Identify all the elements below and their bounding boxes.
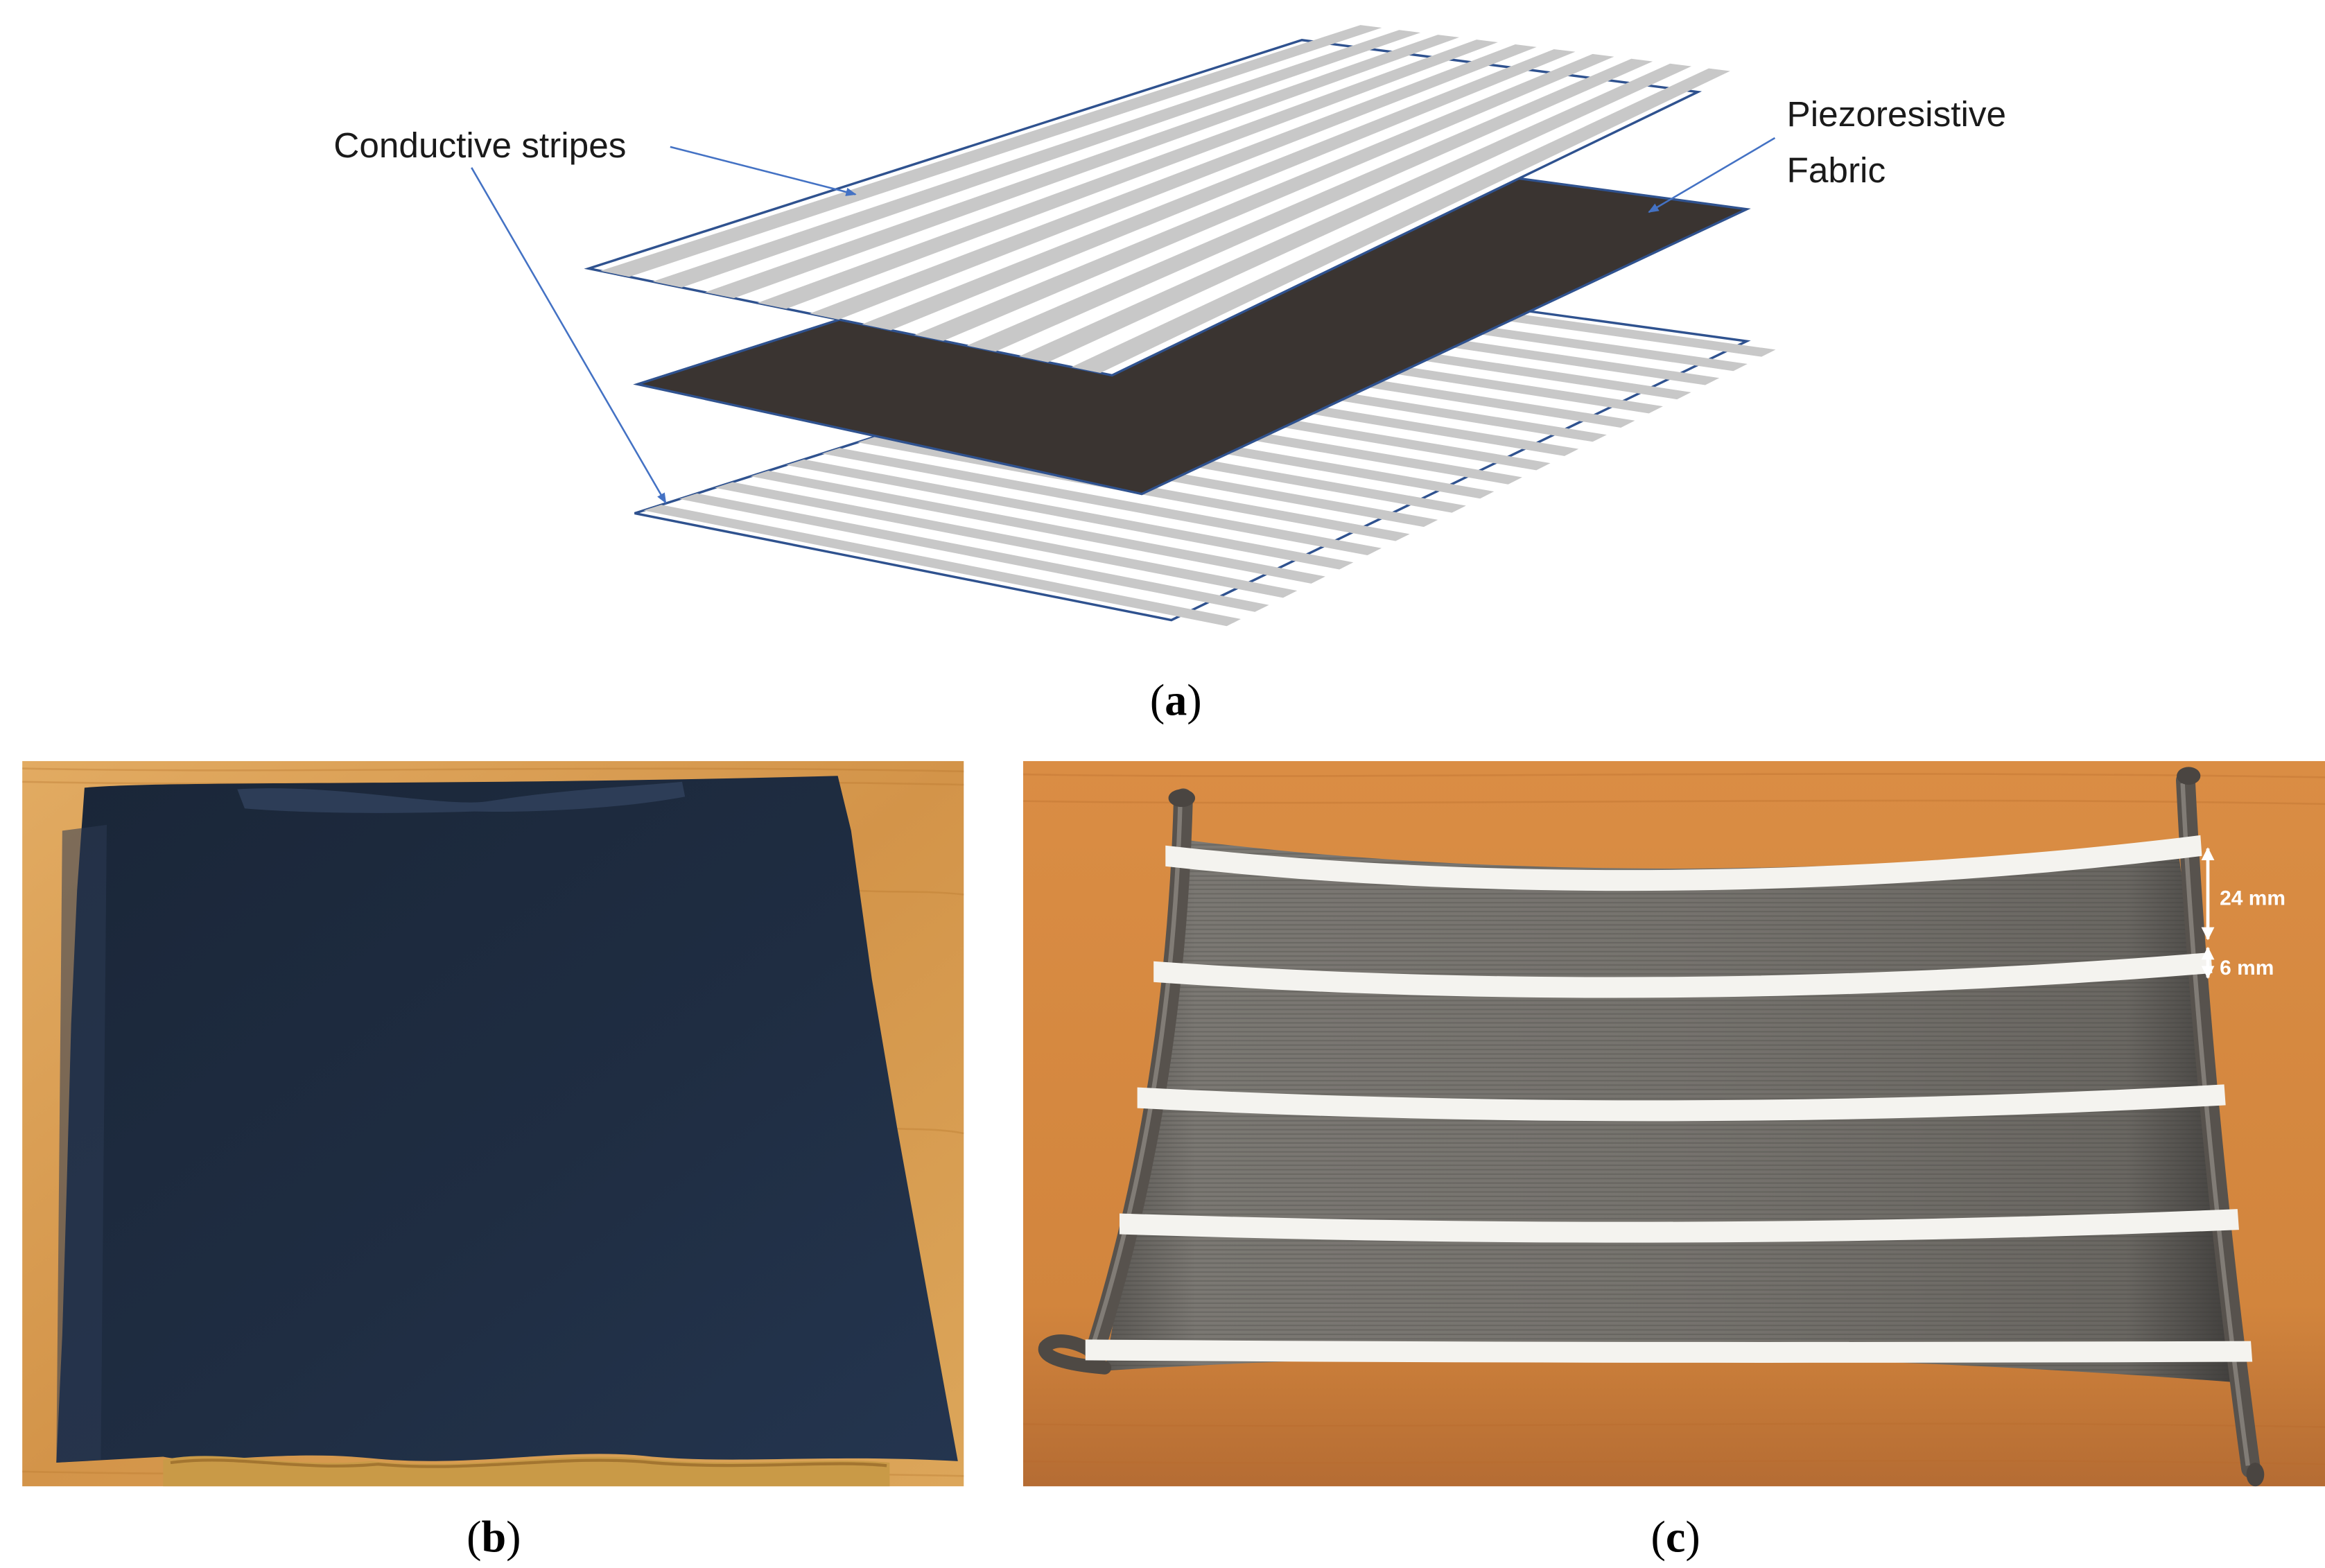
left-rod-top-end [1168,789,1196,808]
left-rolled-edge-highlight [1089,801,1183,1351]
panel-a-diagram: Conductive stripes Piezoresistive Fabric… [333,25,2006,724]
white-band [1085,1339,2253,1363]
piezoresistive-label: Piezoresistive [1787,94,2007,134]
top-sheet-stripe [1071,68,1730,374]
top-sheet-stripe [966,58,1653,352]
caption-close-paren: ) [506,1512,521,1561]
top-sheet-stripe [862,49,1576,331]
caption-letter: c [1666,1512,1685,1561]
caption-letter: a [1165,675,1187,724]
gap-dimension-label: 24 mm [2220,887,2285,909]
top-sheet-stripe [600,25,1382,277]
white-band [1165,835,2202,891]
wood-grain [1022,773,2325,1465]
caption-open-paren: ( [467,1512,481,1561]
callout-line-piezoresistive [1648,137,1776,214]
callout-line-bottom-stripes [471,167,667,504]
top-sheet-stripe [810,44,1537,320]
fabric-top-fold [237,781,686,813]
top-sheet-stripes [600,25,1730,374]
bottom-sheet-stripe [821,448,1382,556]
panel-c-caption: (c) [1651,1512,1700,1561]
caption-close-paren: ) [1187,675,1201,724]
caption-open-paren: ( [1651,1512,1665,1561]
panel-a-caption: (a) [1150,675,1202,724]
caption-letter: b [481,1512,506,1561]
left-rolled-edge [1084,788,1193,1363]
right-rod-top-end [2177,767,2201,785]
top-sheet-stripe [705,35,1460,299]
bottom-sheet-stripe [750,471,1325,584]
torn-edge-shadow [170,1458,887,1468]
bottom-sheet-stripe [715,482,1298,598]
bottom-sheet-stripe [679,493,1269,612]
torn-edge-under-fabric [163,1456,890,1487]
caption-close-paren: ) [1685,1512,1700,1561]
fabric-left-hem [56,824,107,1463]
conductive-stripes-label: Conductive stripes [333,125,626,165]
white-band [1137,1084,2226,1122]
bottom-sheet-stripe [643,505,1241,627]
bottom-sheet-stripe [786,459,1354,570]
white-band [1153,952,2213,998]
panel-b-photo [22,760,964,1487]
panel-b-caption: (b) [467,1512,521,1561]
left-rod-bottom-curl [1038,1334,1112,1375]
caption-open-paren: ( [1150,675,1165,724]
top-sheet-stripe [652,30,1421,288]
panel-c-photo: 24 mm 6 mm [1022,760,2325,1487]
white-band [1119,1209,2239,1243]
right-rod-bottom-end [2246,1463,2265,1487]
top-sheet-stripe [757,40,1498,309]
top-sheet-stripe [1019,63,1691,363]
top-conductive-sheet [589,40,1698,376]
black-piezoresistive-fabric [56,776,958,1463]
fabric-label: Fabric [1787,150,1886,190]
callout-line-top-stripes [670,146,857,196]
stripe-dimension-label: 6 mm [2220,957,2274,979]
top-sheet-stripe [914,53,1614,341]
